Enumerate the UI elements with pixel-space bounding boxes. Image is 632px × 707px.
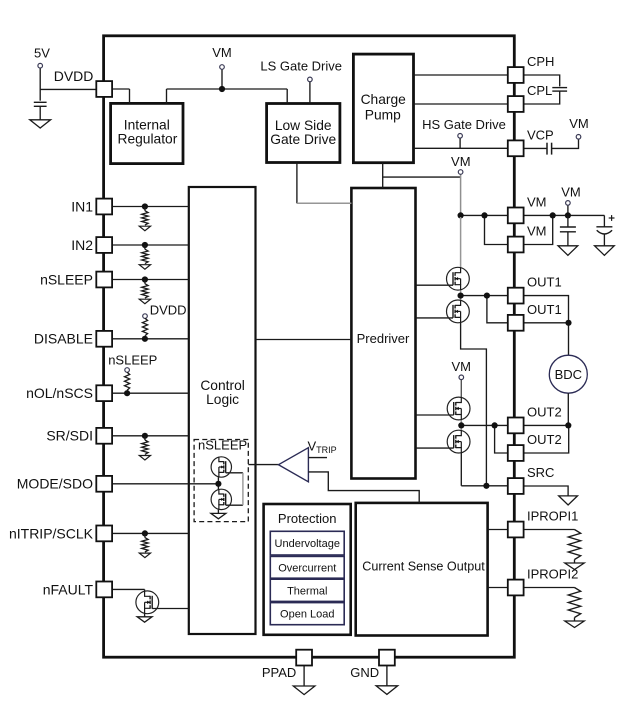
svg-text:CPH: CPH — [527, 54, 554, 69]
svg-text:Current Sense Output: Current Sense Output — [362, 560, 485, 574]
svg-text:VM: VM — [561, 184, 581, 199]
svg-text:nSLEEP: nSLEEP — [198, 438, 247, 453]
svg-text:nITRIP/SCLK: nITRIP/SCLK — [9, 525, 94, 541]
svg-text:VM: VM — [451, 154, 471, 169]
svg-text:5V: 5V — [34, 46, 50, 61]
svg-text:Charge: Charge — [361, 92, 407, 107]
svg-text:Gate Drive: Gate Drive — [270, 132, 336, 147]
svg-text:VM: VM — [527, 224, 547, 239]
svg-text:OUT2: OUT2 — [527, 432, 562, 447]
svg-text:IPROPI2: IPROPI2 — [527, 567, 578, 582]
svg-text:OUT2: OUT2 — [527, 405, 562, 420]
svg-text:OUT1: OUT1 — [527, 275, 562, 290]
svg-text:Protection: Protection — [278, 511, 337, 526]
svg-text:Control: Control — [200, 378, 244, 393]
svg-text:VM: VM — [451, 359, 471, 374]
svg-text:Open Load: Open Load — [280, 609, 334, 621]
svg-text:VCP: VCP — [527, 127, 554, 142]
svg-text:nSLEEP: nSLEEP — [40, 271, 93, 287]
svg-text:VM: VM — [527, 195, 547, 210]
svg-text:Regulator: Regulator — [117, 132, 177, 147]
svg-text:Thermal: Thermal — [287, 585, 327, 597]
svg-text:DISABLE: DISABLE — [34, 331, 93, 347]
svg-text:CPL: CPL — [527, 83, 552, 98]
svg-text:nOL/nSCS: nOL/nSCS — [26, 385, 93, 401]
svg-text:HS Gate Drive: HS Gate Drive — [422, 117, 506, 132]
svg-text:IN2: IN2 — [71, 237, 93, 253]
svg-text:Logic: Logic — [206, 392, 239, 407]
svg-text:GND: GND — [350, 665, 379, 680]
svg-text:Predriver: Predriver — [357, 331, 410, 346]
svg-text:OUT1: OUT1 — [527, 302, 562, 317]
svg-text:Internal: Internal — [124, 118, 170, 133]
svg-text:Overcurrent: Overcurrent — [278, 562, 336, 574]
svg-text:VM: VM — [569, 116, 589, 131]
svg-text:IN1: IN1 — [71, 198, 93, 214]
svg-text:IPROPI1: IPROPI1 — [527, 509, 578, 524]
svg-text:Undervoltage: Undervoltage — [275, 538, 340, 550]
svg-text:MODE/SDO: MODE/SDO — [17, 476, 93, 492]
svg-text:Low Side: Low Side — [275, 118, 332, 133]
svg-text:DVDD: DVDD — [54, 68, 94, 84]
svg-text:LS Gate Drive: LS Gate Drive — [260, 58, 342, 73]
svg-text:VM: VM — [212, 45, 232, 60]
svg-text:DVDD: DVDD — [150, 303, 187, 318]
svg-text:Pump: Pump — [365, 108, 401, 123]
svg-text:BDC: BDC — [555, 367, 582, 382]
svg-text:nFAULT: nFAULT — [43, 581, 94, 597]
svg-text:SR/SDI: SR/SDI — [46, 428, 93, 444]
svg-text:SRC: SRC — [527, 465, 554, 480]
svg-text:nSLEEP: nSLEEP — [108, 353, 157, 368]
svg-text:PPAD: PPAD — [262, 665, 296, 680]
